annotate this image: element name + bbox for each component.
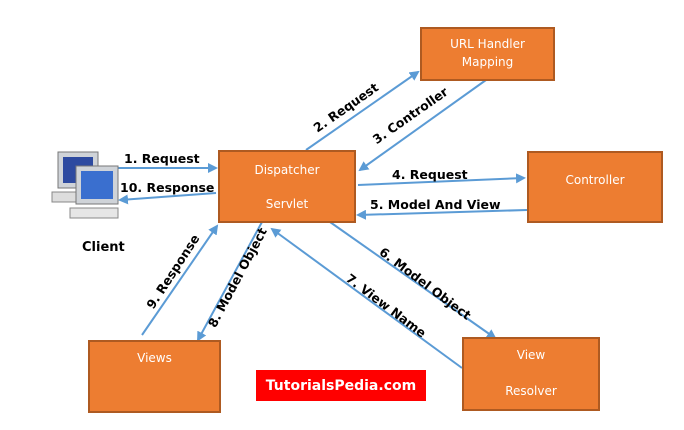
dispatcher-servlet-node[interactable]: Dispatcher Servlet — [218, 150, 356, 223]
arrow-4 — [357, 173, 526, 186]
url-handler-line-2: Mapping — [461, 55, 514, 69]
arrow-2 — [305, 70, 420, 151]
arrow-4-label: 4. Request — [392, 167, 468, 182]
view-resolver-line-2: Resolver — [505, 384, 557, 398]
arrow-9 — [141, 224, 219, 336]
brand-label: TutorialsPedia.com — [256, 370, 426, 401]
client-label: Client — [82, 240, 125, 255]
arrow-7 — [270, 227, 463, 369]
url-handler-line-1: URL Handler — [450, 37, 525, 51]
arrow-5 — [356, 209, 528, 220]
views-text: Views — [137, 351, 172, 365]
arrow-3 — [358, 79, 487, 172]
controller-node[interactable]: Controller — [527, 151, 663, 223]
arrow-10-label: 10. Response — [120, 180, 215, 195]
arrow-8 — [197, 221, 263, 342]
dispatcher-line-1: Dispatcher — [254, 163, 320, 177]
views-node[interactable]: Views — [88, 340, 221, 413]
arrow-5-label: 5. Model And View — [370, 197, 501, 212]
arrow-1-label: 1. Request — [124, 151, 200, 166]
desktop-computers-icon — [51, 151, 119, 219]
dispatcher-line-2: Servlet — [265, 197, 309, 211]
view-resolver-line-1: View — [516, 348, 546, 362]
url-handler-mapping-node[interactable]: URL Handler Mapping — [420, 27, 555, 81]
arrow-6 — [329, 221, 497, 340]
controller-text: Controller — [565, 173, 625, 187]
arrow-10 — [118, 192, 217, 205]
view-resolver-node[interactable]: View Resolver — [462, 337, 600, 411]
